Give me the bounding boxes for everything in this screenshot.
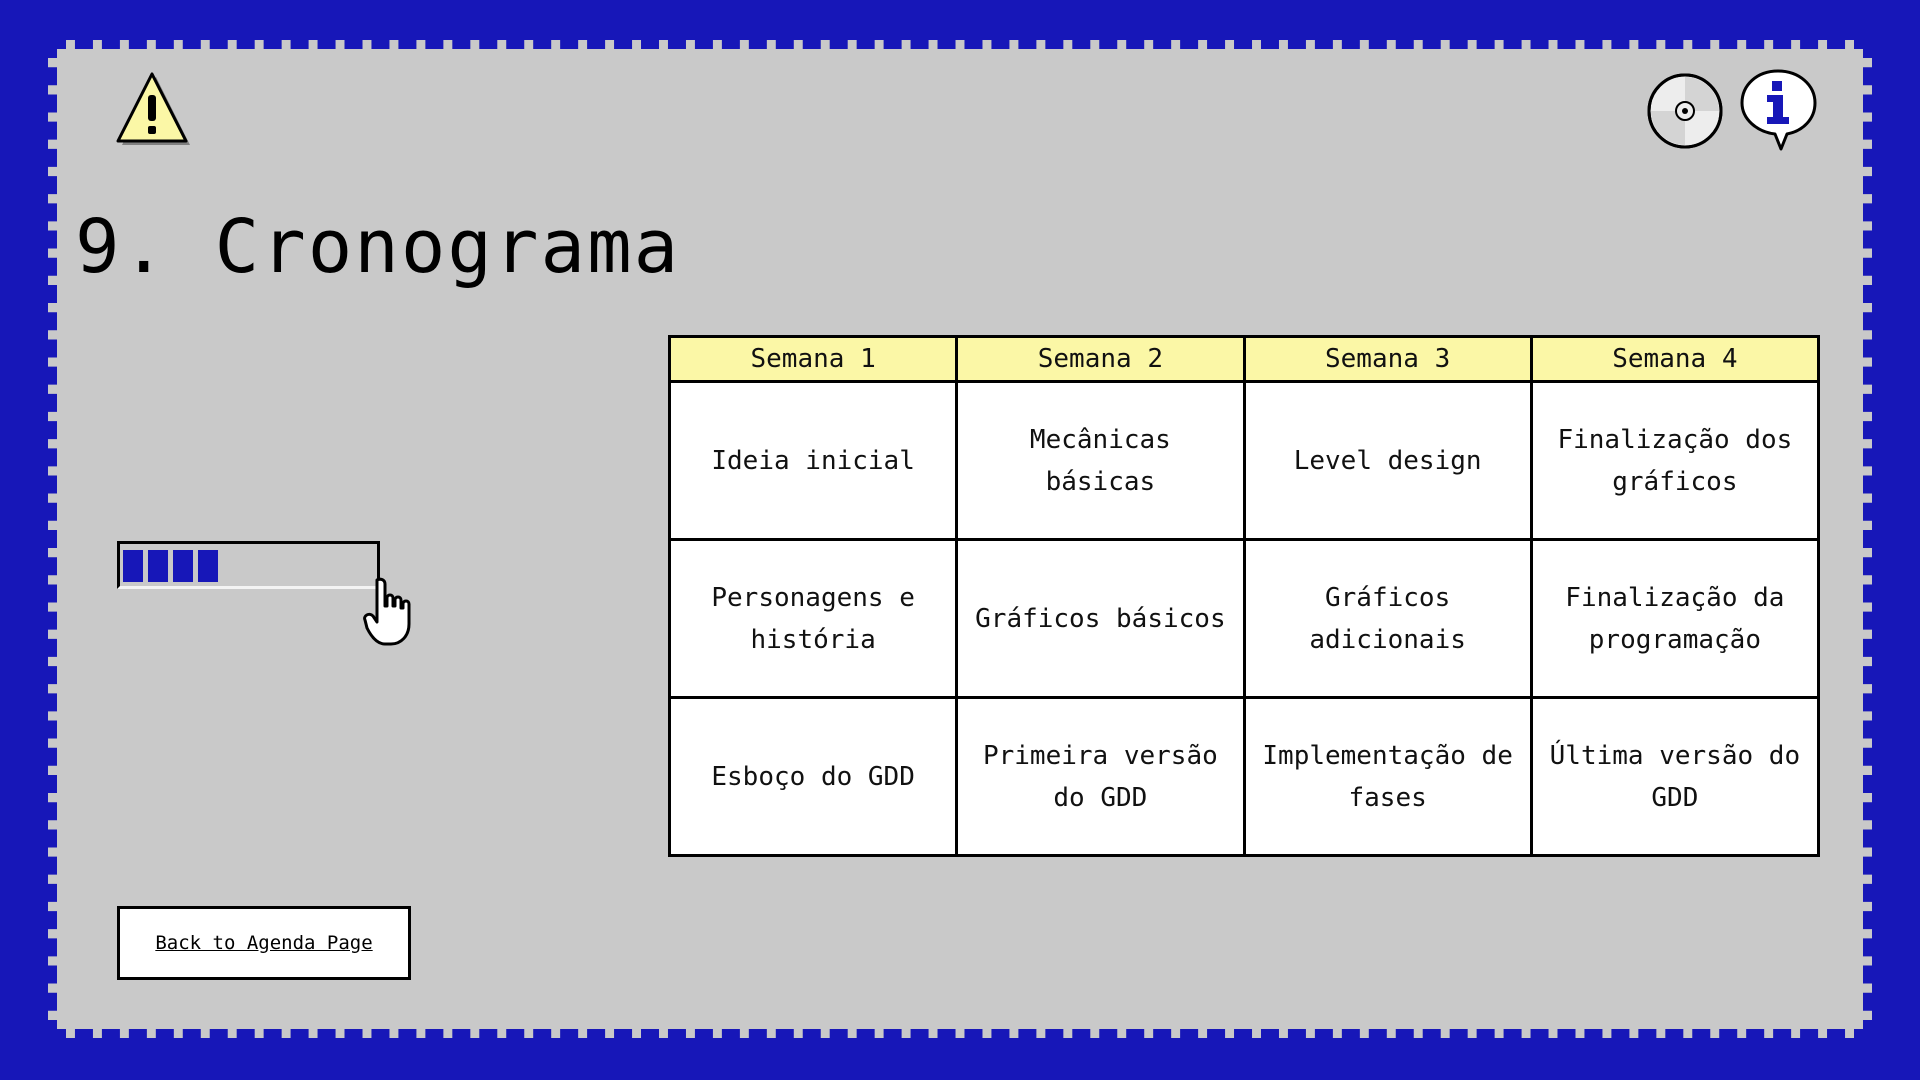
progress-fill bbox=[123, 550, 218, 582]
table-header-row: Semana 1 Semana 2 Semana 3 Semana 4 bbox=[667, 335, 1821, 383]
table-cell: Finalização dos gráficos bbox=[1529, 380, 1821, 541]
table-cell: Primeira versão do GDD bbox=[955, 696, 1246, 857]
table-cell: Gráficos adicionais bbox=[1242, 538, 1533, 699]
table-cell: Ideia inicial bbox=[667, 380, 959, 541]
slide-title: 9. Cronograma bbox=[75, 204, 681, 290]
schedule-table: Semana 1 Semana 2 Semana 3 Semana 4 Idei… bbox=[667, 335, 1821, 857]
progress-bar bbox=[117, 541, 380, 589]
back-to-agenda-button[interactable]: Back to Agenda Page bbox=[117, 906, 411, 980]
table-cell: Esboço do GDD bbox=[667, 696, 959, 857]
table-row: Ideia inicial Mecânicas básicas Level de… bbox=[667, 380, 1821, 541]
cd-icon[interactable] bbox=[1645, 71, 1725, 151]
table-cell: Implementação de fases bbox=[1242, 696, 1533, 857]
table-row: Personagens e história Gráficos básicos … bbox=[667, 538, 1821, 699]
header-week-2: Semana 2 bbox=[955, 335, 1246, 383]
back-to-agenda-label: Back to Agenda Page bbox=[155, 932, 373, 954]
table-row: Esboço do GDD Primeira versão do GDD Imp… bbox=[667, 696, 1821, 857]
table-cell: Finalização da programação bbox=[1529, 538, 1821, 699]
table-cell: Level design bbox=[1242, 380, 1533, 541]
header-week-1: Semana 1 bbox=[667, 335, 959, 383]
table-cell: Última versão do GDD bbox=[1529, 696, 1821, 857]
table-cell: Gráficos básicos bbox=[955, 538, 1246, 699]
slide-panel: 9. Cronograma Semana 1 Semana 2 Semana 3… bbox=[48, 40, 1872, 1038]
info-icon[interactable] bbox=[1737, 67, 1819, 153]
header-week-3: Semana 3 bbox=[1242, 335, 1533, 383]
header-week-4: Semana 4 bbox=[1529, 335, 1821, 383]
hand-cursor-icon bbox=[363, 577, 411, 646]
warning-icon bbox=[116, 72, 190, 145]
table-cell: Personagens e história bbox=[667, 538, 959, 699]
table-cell: Mecânicas básicas bbox=[955, 380, 1246, 541]
